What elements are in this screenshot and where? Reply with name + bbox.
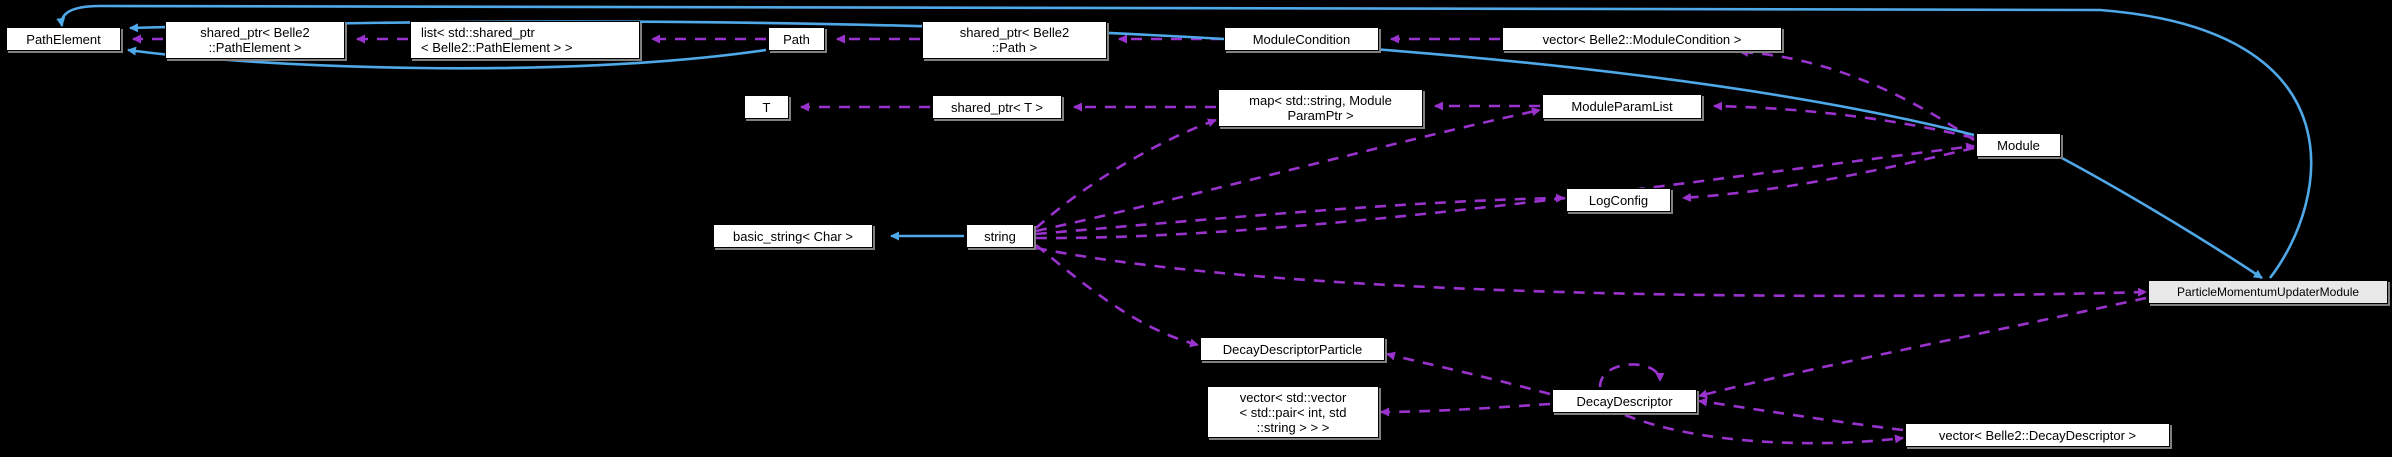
usage-edges-reverse — [1598, 363, 1904, 445]
edge-Module-to-PMUM — [2059, 155, 2263, 280]
node-map-string-module-param-ptr[interactable]: map< std::string, Module ParamPtr > — [1218, 89, 1423, 127]
node-T[interactable]: T — [744, 95, 789, 119]
node-list-shared-ptr-path-element[interactable]: list< std::shared_ptr < Belle2::PathElem… — [410, 21, 640, 59]
usage-edges — [132, 34, 2147, 432]
edge-Module-to-vectorModuleCondition — [1739, 47, 1975, 142]
edge-DecayDescriptor-to-vectorDecayDescriptor — [1624, 413, 1904, 445]
edge-Module-to-ModuleParamList — [1713, 101, 1975, 140]
node-basic-string-char[interactable]: basic_string< Char > — [713, 224, 873, 248]
edge-DecayDescriptor-to-vectorVectorPair — [1380, 402, 1551, 417]
node-DecayDescriptor[interactable]: DecayDescriptor — [1552, 389, 1697, 413]
edge-string-to-Module — [1035, 142, 1975, 240]
node-ModuleParamList[interactable]: ModuleParamList — [1542, 94, 1702, 119]
edge-Module-to-LogConfig — [1682, 146, 1975, 202]
node-Module[interactable]: Module — [1976, 133, 2061, 157]
edge-PMUM-to-DecayDescriptor — [1698, 296, 2147, 399]
node-shared-ptr-path-element[interactable]: shared_ptr< Belle2 ::PathElement > — [165, 21, 345, 59]
node-Path[interactable]: Path — [768, 27, 825, 51]
node-ParticleMomentumUpdaterModule[interactable]: ParticleMomentumUpdaterModule — [2148, 280, 2388, 304]
node-LogConfig[interactable]: LogConfig — [1566, 188, 1671, 212]
edge-string-to-ModuleParamList — [1035, 107, 1541, 233]
edge-PMUM-to-PathElement-top — [56, 4, 2313, 279]
edge-string-to-LogConfig — [1035, 193, 1565, 236]
edge-string-to-PMUM — [1035, 246, 2147, 298]
node-vector-belle2-decay-descriptor[interactable]: vector< Belle2::DecayDescriptor > — [1905, 423, 2170, 447]
inheritance-edges — [56, 4, 2313, 280]
edge-vectorDecayDescriptor-to-DecayDescriptor — [1698, 397, 1904, 432]
node-PathElement[interactable]: PathElement — [6, 27, 121, 51]
node-vector-vector-pair-int-string[interactable]: vector< std::vector < std::pair< int, st… — [1207, 386, 1379, 438]
edge-string-to-DecayDescriptorParticle — [1035, 244, 1199, 348]
node-vector-module-condition[interactable]: vector< Belle2::ModuleCondition > — [1502, 27, 1782, 51]
node-ModuleCondition[interactable]: ModuleCondition — [1224, 27, 1379, 51]
node-shared-ptr-path[interactable]: shared_ptr< Belle2 ::Path > — [922, 21, 1107, 59]
node-string[interactable]: string — [966, 224, 1034, 248]
edge-DecayDescriptor-self-loop — [1598, 363, 1665, 388]
node-shared-ptr-t[interactable]: shared_ptr< T > — [932, 95, 1062, 119]
edge-string-to-mapModuleParamPtr — [1035, 118, 1217, 229]
edge-DecayDescriptor-to-DecayDescriptorParticle — [1386, 351, 1551, 396]
node-DecayDescriptorParticle[interactable]: DecayDescriptorParticle — [1200, 337, 1385, 361]
